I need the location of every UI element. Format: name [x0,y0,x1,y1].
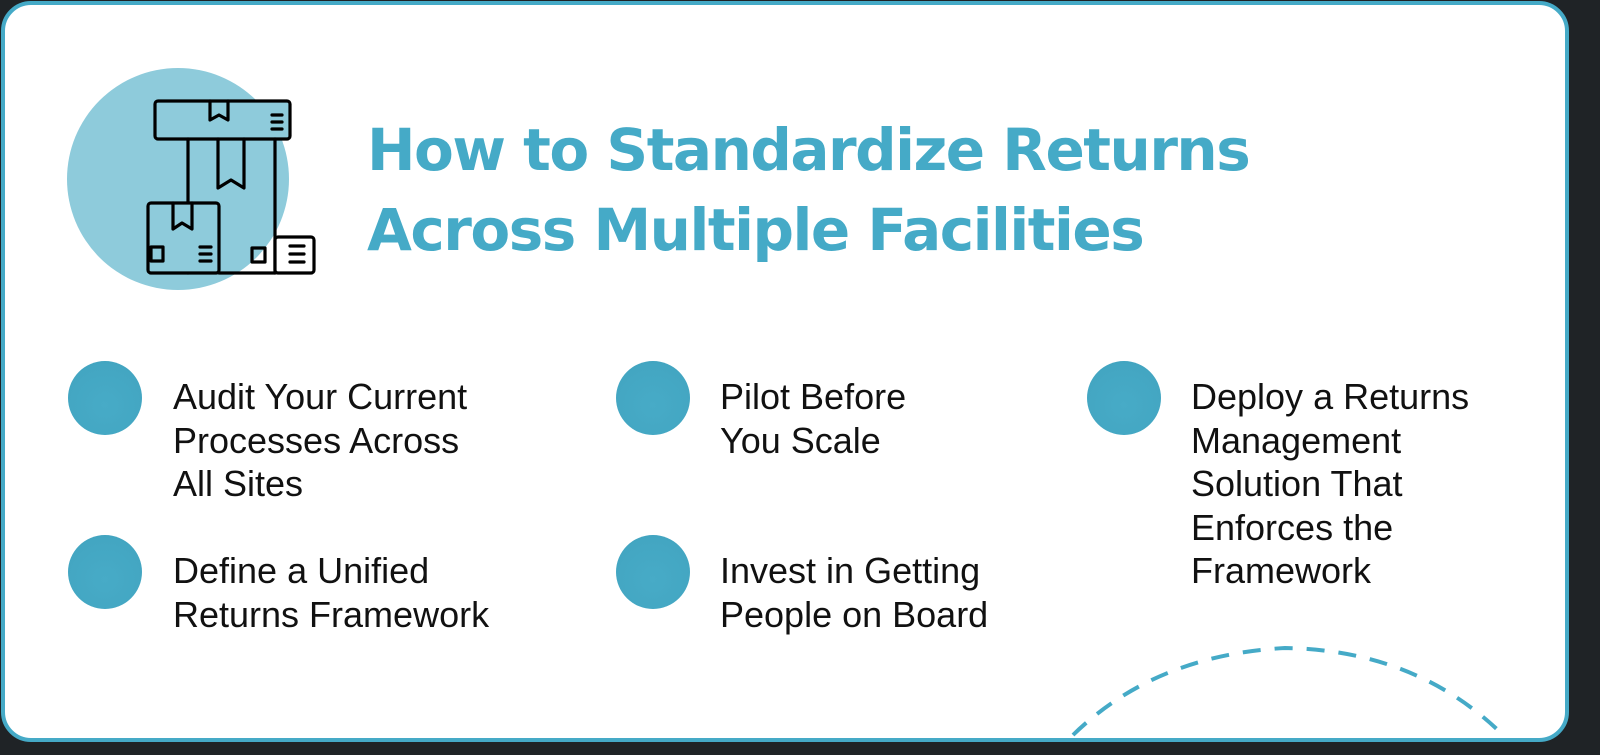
step-1-bullet-icon [68,361,142,435]
step-5-label: Deploy a Returns Management Solution Tha… [1191,376,1470,591]
step-4-bullet-icon [616,535,690,609]
stacked-boxes-icon [146,99,316,275]
page-title: How to Standardize Returns Across Multip… [367,110,1251,270]
step-3-label: Pilot Before You Scale [720,376,907,461]
dashed-arc-decoration [1071,645,1503,737]
step-2-bullet-icon [68,535,142,609]
step-5-bullet-icon [1087,361,1161,435]
title-line-1: How to Standardize Returns [367,116,1251,184]
infographic-card: How to Standardize Returns Across Multip… [1,1,1569,742]
title-line-2: Across Multiple Facilities [367,196,1145,264]
step-3-bullet-icon [616,361,690,435]
step-4-label: Invest in Getting People on Board [720,550,989,635]
step-2-label: Define a Unified Returns Framework [173,550,490,635]
step-1-label: Audit Your Current Processes Across All … [173,376,468,504]
